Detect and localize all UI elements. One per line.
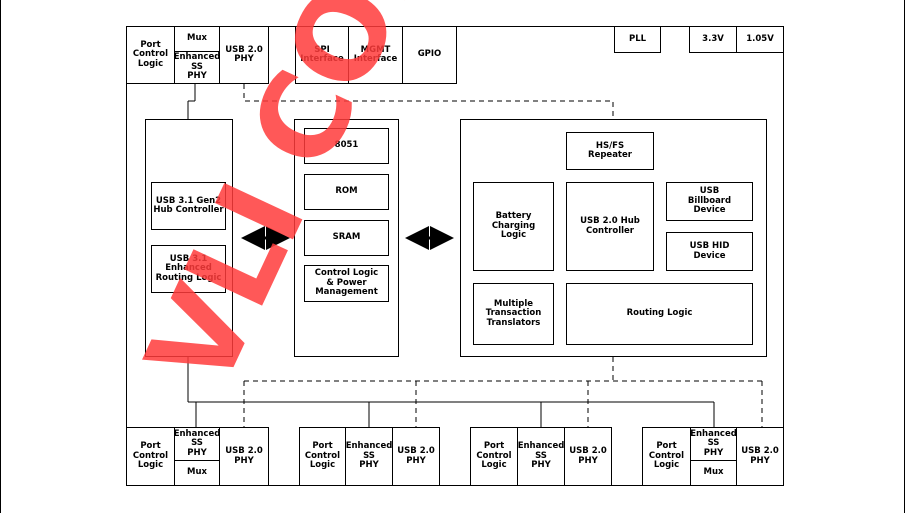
top-enhanced-ss-phy: Enhanced SS PHY — [174, 51, 220, 84]
port2-port-control-logic: Port Control Logic — [299, 427, 346, 486]
usb31-hub-controller: USB 3.1 Gen2 Hub Controller — [151, 182, 226, 230]
usb20-hub-block — [460, 119, 767, 357]
top-port-control-logic: Port Control Logic — [126, 26, 175, 84]
mgmt-interface: MGMT Interface — [348, 26, 403, 84]
usb31-enhanced-routing-logic: USB 3.1 Enhanced Routing Logic — [151, 245, 226, 293]
hs-fs-repeater: HS/FS Repeater — [566, 132, 654, 170]
voltage-3v3: 3.3V — [689, 26, 737, 53]
mcu-block — [294, 119, 399, 357]
top-mux: Mux — [174, 26, 220, 52]
rom: ROM — [304, 174, 389, 210]
port3-port-control-logic: Port Control Logic — [470, 427, 518, 486]
port2-enhanced-ss-phy: Enhanced SS PHY — [345, 427, 393, 486]
usb31-hub-block — [145, 119, 233, 357]
port3-usb20-phy: USB 2.0 PHY — [564, 427, 612, 486]
battery-charging-logic: Battery Charging Logic — [473, 182, 554, 271]
port1-mux: Mux — [174, 460, 220, 486]
port2-usb20-phy: USB 2.0 PHY — [392, 427, 440, 486]
voltage-1v05: 1.05V — [736, 26, 784, 53]
control-logic-power-management: Control Logic & Power Management — [304, 265, 389, 302]
sram: SRAM — [304, 220, 389, 256]
port3-enhanced-ss-phy: Enhanced SS PHY — [517, 427, 565, 486]
top-usb20-phy: USB 2.0 PHY — [219, 26, 269, 84]
port1-port-control-logic: Port Control Logic — [126, 427, 175, 486]
usb-billboard-device: USB Billboard Device — [666, 182, 753, 221]
pll: PLL — [614, 26, 661, 53]
usb20-hub-controller: USB 2.0 Hub Controller — [566, 182, 654, 271]
multiple-transaction-translators: Multiple Transaction Translators — [473, 283, 554, 345]
port4-mux: Mux — [690, 460, 737, 486]
gpio: GPIO — [402, 26, 457, 84]
port4-usb20-phy: USB 2.0 PHY — [736, 427, 784, 486]
port1-usb20-phy: USB 2.0 PHY — [219, 427, 269, 486]
port4-port-control-logic: Port Control Logic — [642, 427, 691, 486]
port1-enhanced-ss-phy: Enhanced SS PHY — [174, 427, 220, 461]
spi-interface: SPI Interface — [295, 26, 349, 84]
left-edge-line — [0, 0, 1, 513]
cpu-8051: 8051 — [304, 128, 389, 164]
routing-logic: Routing Logic — [566, 283, 753, 345]
port4-enhanced-ss-phy: Enhanced SS PHY — [690, 427, 737, 461]
usb2-top-dashed-line — [243, 84, 614, 119]
usb-hid-device: USB HID Device — [666, 232, 753, 271]
right-edge-line — [904, 0, 905, 513]
